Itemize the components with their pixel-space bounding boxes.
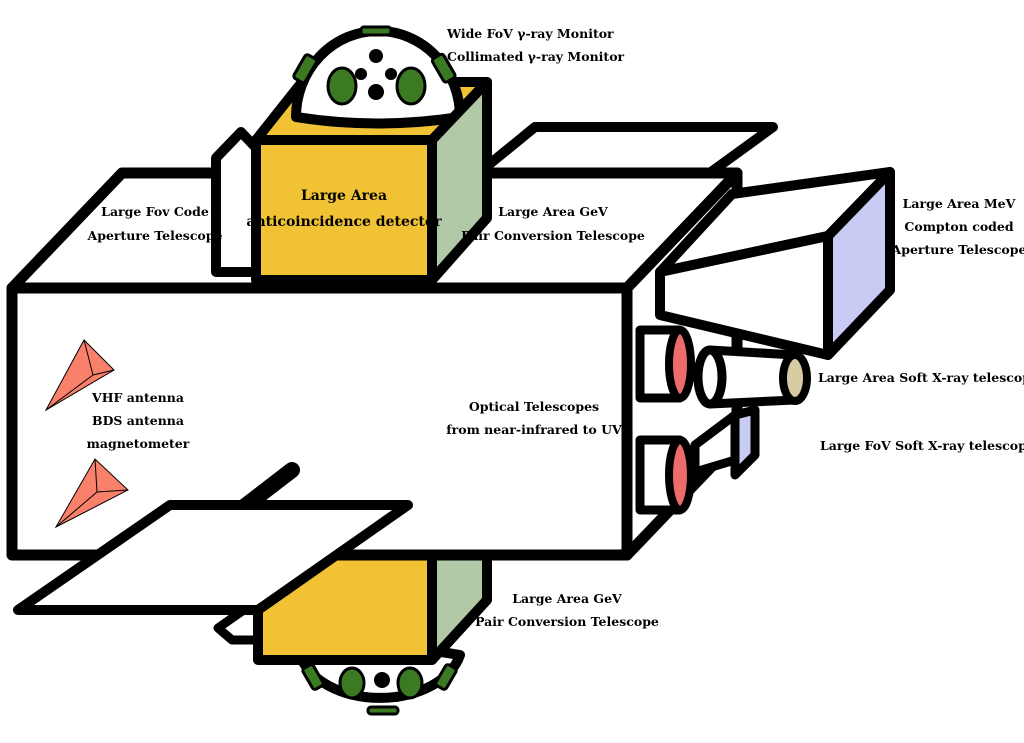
antenna-bottom-pyramid — [54, 458, 129, 529]
label-gev-bottom-line2: Pair Conversion Telescope — [475, 614, 659, 629]
optical-telescope-lower — [635, 435, 695, 515]
label-mev-line3: Aperture Telescope — [891, 242, 1024, 257]
area-soft-xray-telescope — [693, 345, 811, 409]
label-soft-xray-area: Large Area Soft X-ray telescope — [818, 370, 1024, 385]
label-optical-line1: Optical Telescopes — [469, 399, 599, 414]
label-code-aperture-line1: Large Fov Code — [101, 204, 209, 219]
solar-panel — [13, 500, 413, 615]
antenna-top-pyramid — [44, 339, 115, 412]
label-acd-line1: Large Area — [301, 188, 387, 204]
label-vhf-antenna: VHF antenna — [91, 390, 184, 405]
label-bds-antenna: BDS antenna — [92, 413, 184, 428]
compton-aperture-face — [823, 167, 895, 360]
acd-front-face — [251, 135, 437, 285]
label-mev-line1: Large Area MeV — [903, 196, 1016, 211]
label-mev-line2: Compton coded — [904, 219, 1013, 234]
label-soft-xray-fov: Large FoV Soft X-ray telescope — [820, 438, 1024, 453]
label-gev-top-line1: Large Area GeV — [498, 204, 608, 219]
fov-soft-xray-telescope — [690, 405, 760, 480]
label-magnetometer: magnetometer — [87, 436, 190, 451]
optical-telescope-upper — [635, 325, 695, 403]
label-optical-line2: from near-infrared to UV — [446, 422, 622, 437]
label-wide-fov-gamma: Wide FoV γ-ray Monitor — [446, 26, 614, 41]
bottom-acd-right-face — [427, 550, 492, 665]
label-code-aperture-line2: Aperture Telescope — [87, 228, 223, 243]
label-collimated-gamma: Collimated γ-ray Monitor — [447, 49, 625, 64]
label-gev-top-line2: Pair Conversion Telescope — [461, 228, 645, 243]
label-acd-line2: anticoincidence detector — [246, 214, 442, 230]
label-gev-bottom-line1: Large Area GeV — [512, 591, 622, 606]
